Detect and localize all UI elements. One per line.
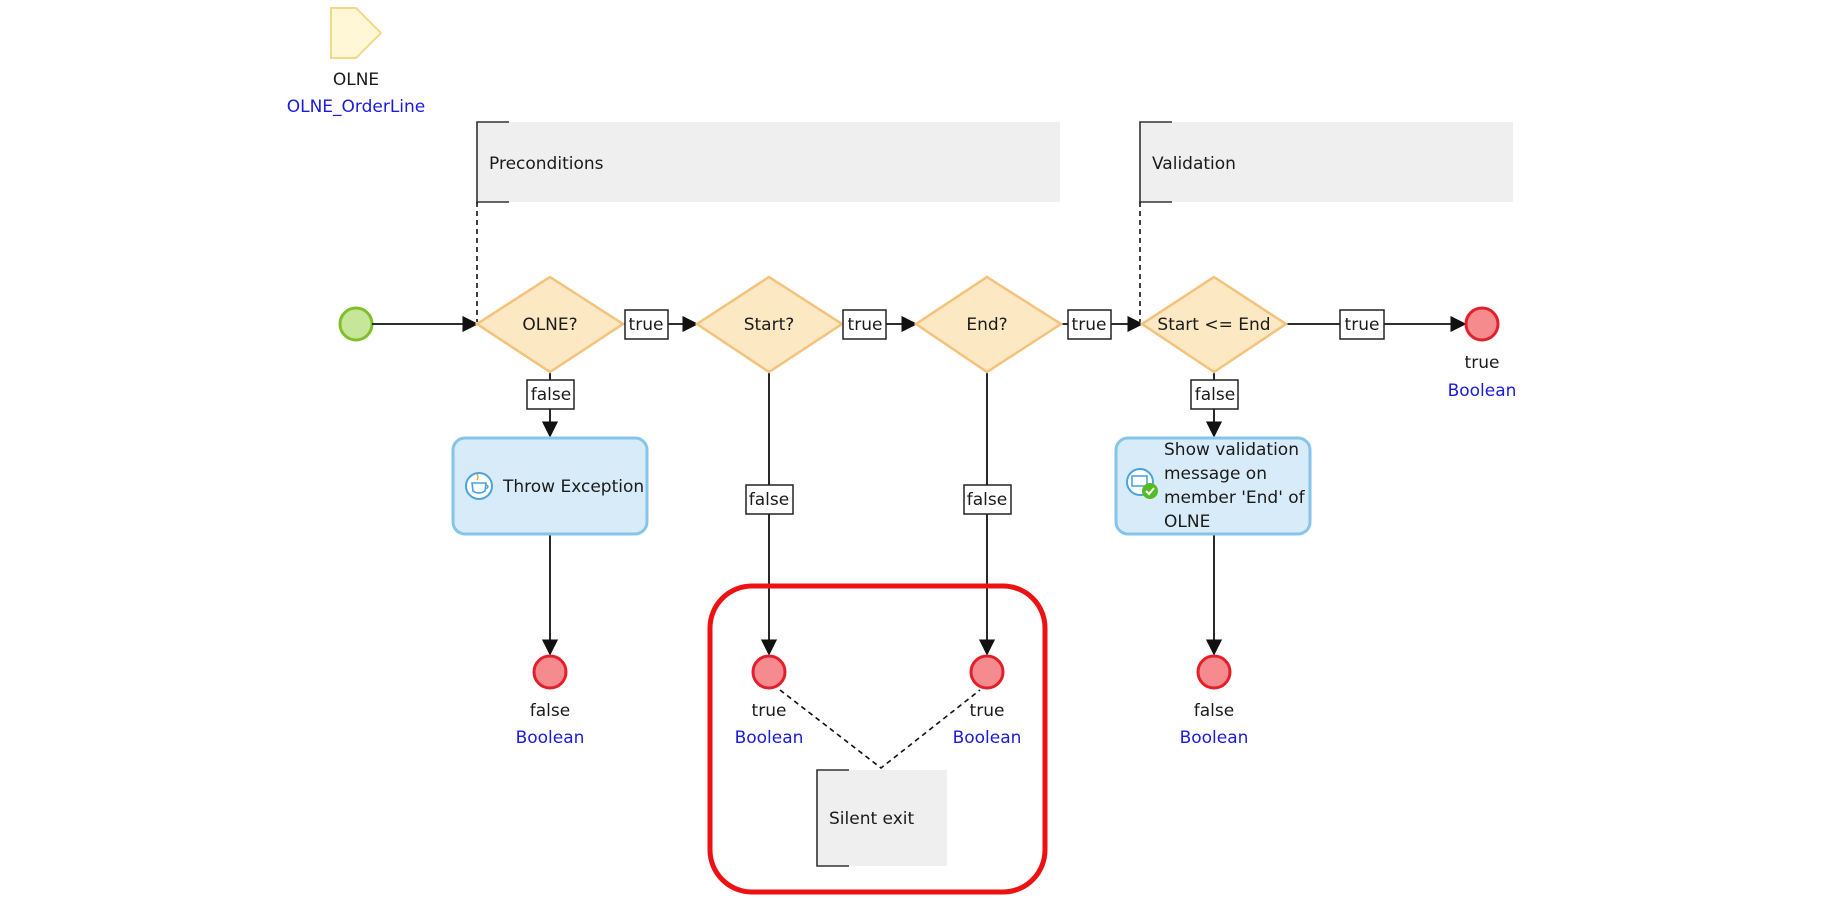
decision-olne[interactable]: OLNE? xyxy=(474,275,626,374)
svg-text:true: true xyxy=(1072,315,1107,335)
edge-label-valid-false: false xyxy=(1190,379,1239,410)
svg-text:true: true xyxy=(629,315,664,335)
action-throw-exception[interactable]: Throw Exception xyxy=(451,436,649,536)
end-event-invalid[interactable]: false Boolean xyxy=(1180,654,1249,748)
highlight-box xyxy=(707,583,1048,895)
end-event-start-missing[interactable]: true Boolean xyxy=(735,654,804,748)
action-show-validation-line-2: message on xyxy=(1164,464,1267,484)
end-event-type: Boolean xyxy=(1448,381,1517,401)
action-show-validation-line-3: member 'End' of xyxy=(1164,488,1306,508)
action-show-validation[interactable]: Show validation message on member 'End' … xyxy=(1114,436,1312,536)
end-event-value: false xyxy=(530,701,570,721)
edge-label-olne-false: false xyxy=(526,379,575,410)
java-action-icon xyxy=(465,472,493,500)
decision-start-label: Start? xyxy=(744,315,795,335)
annotation-connector xyxy=(779,689,981,770)
end-event-type: Boolean xyxy=(1180,728,1249,748)
svg-text:true: true xyxy=(1345,315,1380,335)
end-event-end-missing[interactable]: true Boolean xyxy=(953,654,1022,748)
annotation-silent-exit[interactable]: Silent exit xyxy=(816,769,947,867)
parameter-name: OLNE xyxy=(333,70,379,90)
decision-start[interactable]: Start? xyxy=(694,275,845,374)
parameter-type: OLNE_OrderLine xyxy=(287,97,426,117)
validation-feedback-icon xyxy=(1126,468,1158,499)
decision-start-le-end[interactable]: Start <= End xyxy=(1139,275,1289,374)
end-event-success[interactable]: true Boolean xyxy=(1448,306,1517,401)
edge-label-olne-true: true xyxy=(624,309,669,340)
end-event-type: Boolean xyxy=(735,728,804,748)
edge-label-start-false: false xyxy=(745,484,794,515)
svg-text:false: false xyxy=(531,385,571,405)
end-event-type: Boolean xyxy=(516,728,585,748)
svg-text:false: false xyxy=(967,490,1007,510)
end-event-type: Boolean xyxy=(953,728,1022,748)
edge-label-valid-true: true xyxy=(1339,309,1385,340)
end-event-value: true xyxy=(1465,353,1500,373)
edge-label-end-false: false xyxy=(963,484,1012,515)
svg-text:true: true xyxy=(848,315,883,335)
annotation-preconditions[interactable]: Preconditions xyxy=(476,121,1060,203)
parameter-node[interactable]: OLNE OLNE_OrderLine xyxy=(287,7,426,117)
decision-end[interactable]: End? xyxy=(913,275,1064,374)
edge-label-end-true: true xyxy=(1067,309,1112,340)
parameter-icon xyxy=(330,7,383,59)
end-event-value: true xyxy=(752,701,787,721)
annotation-validation-text: Validation xyxy=(1152,154,1236,174)
decision-olne-label: OLNE? xyxy=(522,315,577,335)
end-event-value: false xyxy=(1194,701,1234,721)
svg-text:false: false xyxy=(1195,385,1235,405)
action-throw-exception-label: Throw Exception xyxy=(502,477,644,497)
annotation-validation[interactable]: Validation xyxy=(1139,121,1513,203)
annotation-silent-exit-text: Silent exit xyxy=(829,809,914,829)
annotation-preconditions-text: Preconditions xyxy=(489,154,604,174)
edge-label-start-true: true xyxy=(842,309,887,340)
action-show-validation-line-4: OLNE xyxy=(1164,512,1210,532)
end-event-olne-missing[interactable]: false Boolean xyxy=(516,654,585,748)
action-show-validation-line-1: Show validation xyxy=(1164,440,1299,460)
decision-end-label: End? xyxy=(966,315,1007,335)
end-event-value: true xyxy=(970,701,1005,721)
start-event[interactable] xyxy=(338,306,374,342)
decision-start-le-end-label: Start <= End xyxy=(1157,315,1270,335)
svg-text:false: false xyxy=(749,490,789,510)
